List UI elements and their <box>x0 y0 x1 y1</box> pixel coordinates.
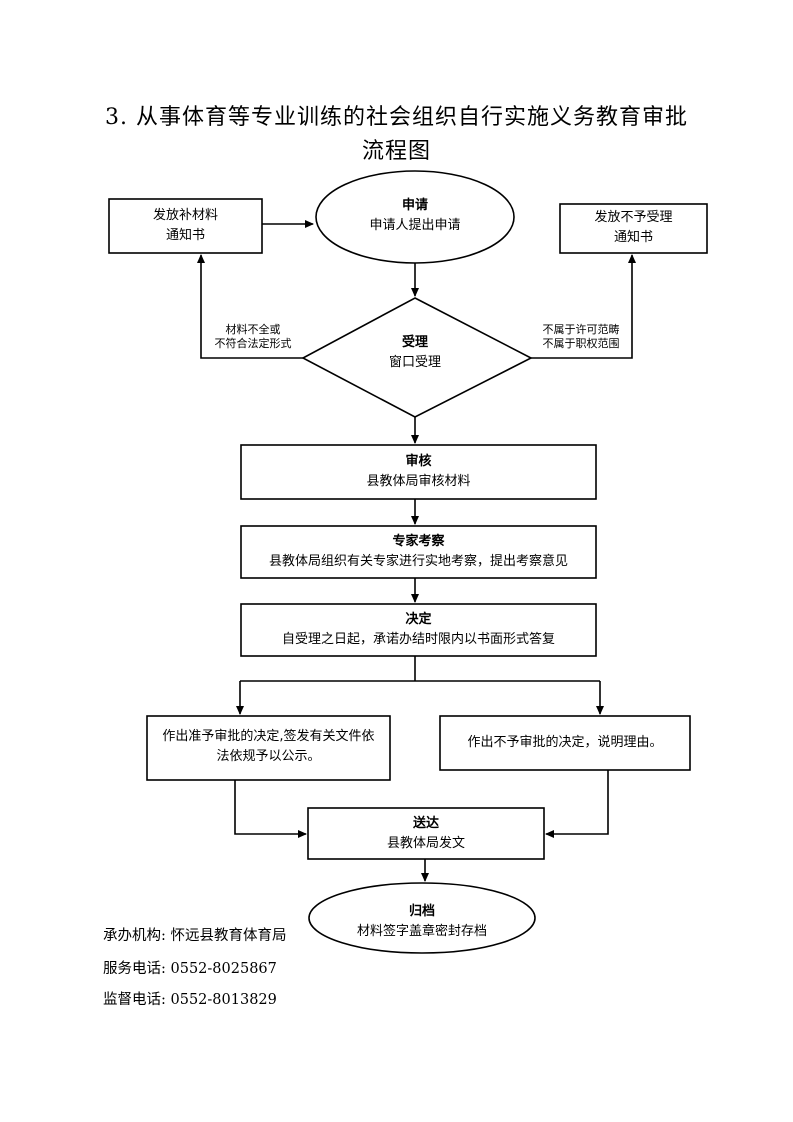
reject-notice-node: 发放不予受理 通知书 <box>560 208 707 248</box>
footer-service-phone: 服务电话: 0552-8025867 <box>103 959 277 979</box>
expert-box <box>240 525 597 579</box>
review-text: 县教体局审核材料 <box>366 474 471 489</box>
right-edge-label: 不属于许可范畴 不属于职权范围 <box>531 323 631 351</box>
expert-node: 专家考察 县教体局组织有关专家进行实地考察，提出考察意见 <box>241 532 596 572</box>
arrow-accept-to-reject-notice <box>531 254 636 359</box>
supplement-line1: 发放补材料 <box>152 208 218 223</box>
right-edge-label-line2: 不属于职权范围 <box>542 337 620 350</box>
supplement-box <box>108 198 263 254</box>
page-title: 3. 从事体育等专业训练的社会组织自行实施义务教育审批 <box>105 105 688 130</box>
review-node: 审核 县教体局审核材料 <box>241 452 596 492</box>
reject-notice-box <box>559 203 708 254</box>
deny-node: 作出不予审批的决定，说明理由。 <box>440 733 690 753</box>
service-phone-label: 服务电话: <box>103 961 166 977</box>
arrow-accept-to-supplement <box>197 254 303 359</box>
page-subtitle: 流程图 <box>361 139 431 164</box>
expert-text: 县教体局组织有关专家进行实地考察，提出考察意见 <box>268 554 568 569</box>
decide-node: 决定 自受理之日起，承诺办结时限内以书面形式答复 <box>241 610 596 650</box>
decide-text: 自受理之日起，承诺办结时限内以书面形式答复 <box>281 632 555 647</box>
arrow-deny-to-deliver <box>545 770 609 838</box>
accept-text: 窗口受理 <box>388 355 441 370</box>
org-value: 怀远县教育体育局 <box>170 928 287 944</box>
reject-notice-line2: 通知书 <box>613 230 653 245</box>
deliver-text: 县教体局发文 <box>386 836 465 851</box>
review-box <box>240 444 597 500</box>
archive-ellipse <box>308 882 536 954</box>
deny-box <box>439 715 691 771</box>
deliver-node: 送达 县教体局发文 <box>308 814 544 854</box>
arrow-approve-to-deliver <box>234 780 307 838</box>
approve-node: 作出准予审批的决定,签发有关文件依 法依规予以公示。 <box>147 727 390 767</box>
accept-heading: 受理 <box>401 335 428 350</box>
service-phone-value: 0552-8025867 <box>170 961 277 977</box>
apply-heading: 申请 <box>401 198 428 213</box>
archive-node: 归档 材料签字盖章密封存档 <box>309 902 535 942</box>
org-label: 承办机构: <box>103 928 166 944</box>
decide-box <box>240 603 597 657</box>
left-edge-label-line2: 不符合法定形式 <box>214 337 292 350</box>
approve-box <box>146 715 391 781</box>
decide-heading: 决定 <box>405 612 432 627</box>
deliver-box <box>307 807 545 860</box>
approve-line1: 作出准予审批的决定,签发有关文件依 <box>162 729 375 744</box>
review-heading: 审核 <box>405 454 432 469</box>
supplement-node: 发放补材料 通知书 <box>109 206 262 246</box>
apply-text: 申请人提出申请 <box>369 218 461 233</box>
footer-supervision-phone: 监督电话: 0552-8013829 <box>103 990 277 1010</box>
supplement-line2: 通知书 <box>165 228 205 243</box>
supervision-phone-label: 监督电话: <box>103 992 166 1008</box>
reject-notice-line1: 发放不予受理 <box>594 210 673 225</box>
archive-text: 材料签字盖章密封存档 <box>356 924 487 939</box>
approve-line2: 法依规予以公示。 <box>216 749 321 764</box>
left-edge-label-line1: 材料不全或 <box>225 323 281 336</box>
deny-text: 作出不予审批的决定，说明理由。 <box>467 735 663 750</box>
apply-node: 申请 申请人提出申请 <box>316 196 514 236</box>
archive-heading: 归档 <box>408 904 435 919</box>
expert-heading: 专家考察 <box>392 534 445 549</box>
left-edge-label: 材料不全或 不符合法定形式 <box>205 323 301 351</box>
supervision-phone-value: 0552-8013829 <box>170 992 277 1008</box>
right-edge-label-line1: 不属于许可范畴 <box>542 323 620 336</box>
footer-organization: 承办机构: 怀远县教育体育局 <box>103 926 287 946</box>
accept-node: 受理 窗口受理 <box>340 333 490 373</box>
deliver-heading: 送达 <box>412 816 439 831</box>
